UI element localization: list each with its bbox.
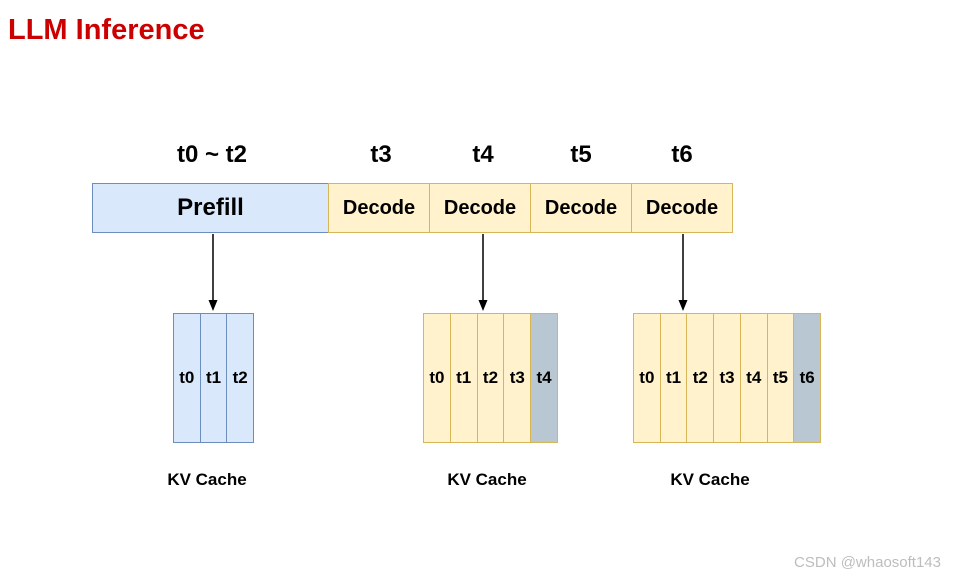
arrow-decode-t6-to-kv3 <box>678 234 688 311</box>
decode-box-3: Decode <box>530 183 632 233</box>
pipeline-row: Prefill Decode Decode Decode Decode <box>92 183 733 233</box>
timeline-label-t0-t2: t0 ~ t2 <box>176 141 248 168</box>
decode-box-4: Decode <box>631 183 733 233</box>
kv-cell-new: t4 <box>530 313 558 443</box>
kv-cell: t5 <box>766 313 795 443</box>
kv-cache-group-1: t0 t1 t2 <box>173 313 255 443</box>
decode-box-2: Decode <box>429 183 531 233</box>
kv-cell: t1 <box>199 313 228 443</box>
kv-cell: t4 <box>739 313 768 443</box>
decode-box-1: Decode <box>328 183 430 233</box>
timeline-label-t3: t3 <box>370 141 392 168</box>
kv-cell: t2 <box>226 313 255 443</box>
watermark: CSDN @whaosoft143 <box>794 554 941 571</box>
kv-cache-caption-1: KV Cache <box>167 470 247 489</box>
kv-cell: t3 <box>713 313 741 443</box>
kv-cell: t0 <box>423 313 451 443</box>
kv-cell-new: t6 <box>793 313 822 443</box>
kv-cell: t1 <box>449 313 478 443</box>
kv-cell: t2 <box>686 313 715 443</box>
kv-cache-caption-3: KV Cache <box>670 470 750 489</box>
timeline-label-t6: t6 <box>671 141 693 168</box>
kv-cell: t0 <box>633 313 661 443</box>
arrow-decode-t4-to-kv2 <box>478 234 488 311</box>
kv-cell: t3 <box>503 313 532 443</box>
kv-cell: t1 <box>659 313 688 443</box>
kv-cell: t0 <box>173 313 201 443</box>
kv-cell: t2 <box>476 313 505 443</box>
kv-cache-group-2: t0 t1 t2 t3 t4 <box>423 313 558 443</box>
page-title: LLM Inference <box>8 14 205 46</box>
arrow-prefill-to-kv1 <box>208 234 218 311</box>
timeline-label-t5: t5 <box>570 141 592 168</box>
kv-cache-caption-2: KV Cache <box>447 470 527 489</box>
timeline-label-t4: t4 <box>472 141 494 168</box>
kv-cache-group-3: t0 t1 t2 t3 t4 t5 t6 <box>633 313 822 443</box>
prefill-box: Prefill <box>92 183 329 233</box>
